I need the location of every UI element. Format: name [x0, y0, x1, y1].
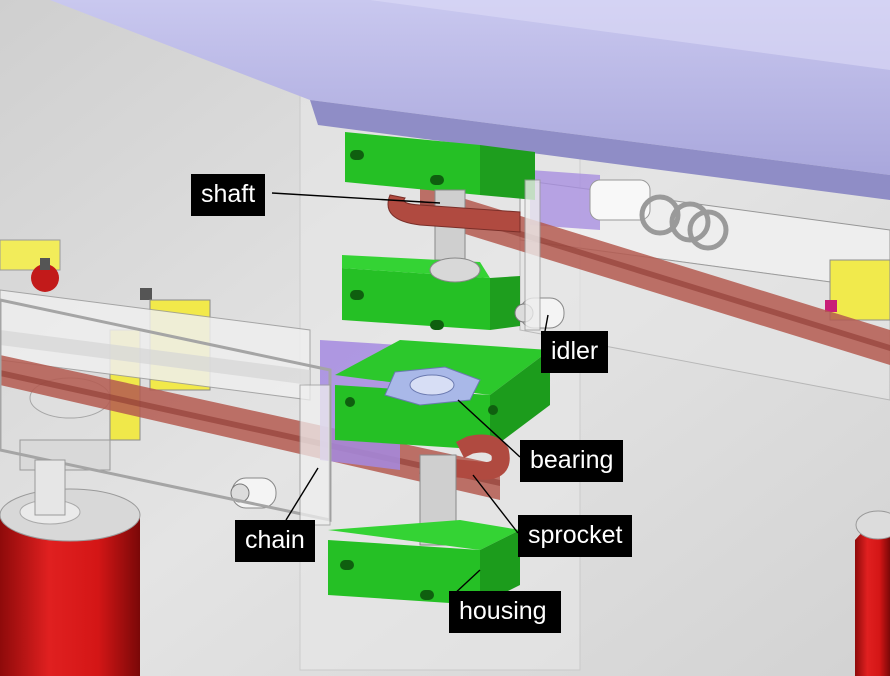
front-frames: [0, 179, 541, 526]
label-sprocket: sprocket: [518, 515, 633, 557]
upper-module: [342, 132, 535, 330]
lower-module: [320, 340, 550, 605]
label-housing: housing: [449, 591, 561, 633]
red-rollers: [0, 459, 890, 676]
label-idler: idler: [541, 331, 609, 373]
label-chain: chain: [235, 520, 315, 562]
leader-lines: [271, 192, 549, 597]
label-shaft: shaft: [191, 174, 266, 216]
label-bearing: bearing: [520, 440, 624, 482]
right-frame: [519, 170, 890, 401]
